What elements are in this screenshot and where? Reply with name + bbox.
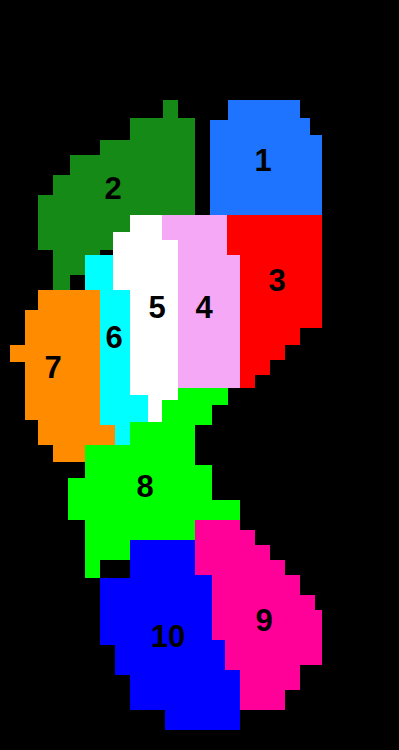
region-number: 10 — [151, 621, 185, 652]
region-shape — [10, 290, 115, 462]
region-number: 8 — [136, 471, 153, 502]
region-fill — [100, 540, 240, 730]
foot-region: 1 — [210, 100, 322, 215]
region-fill — [10, 290, 115, 462]
region-number: 5 — [148, 292, 165, 323]
region-number: 3 — [268, 265, 285, 296]
region-number: 6 — [105, 322, 122, 353]
region-number: 7 — [44, 352, 61, 383]
region-fill — [227, 215, 322, 388]
region-number: 1 — [254, 145, 271, 176]
region-number: 2 — [104, 173, 121, 204]
region-shape — [227, 215, 322, 388]
region-number: 9 — [255, 605, 272, 636]
foot-region: 10 — [100, 540, 240, 730]
foot-region: 3 — [227, 215, 322, 388]
region-number: 4 — [195, 292, 212, 323]
foot-region: 7 — [10, 290, 115, 462]
region-fill — [210, 100, 322, 215]
